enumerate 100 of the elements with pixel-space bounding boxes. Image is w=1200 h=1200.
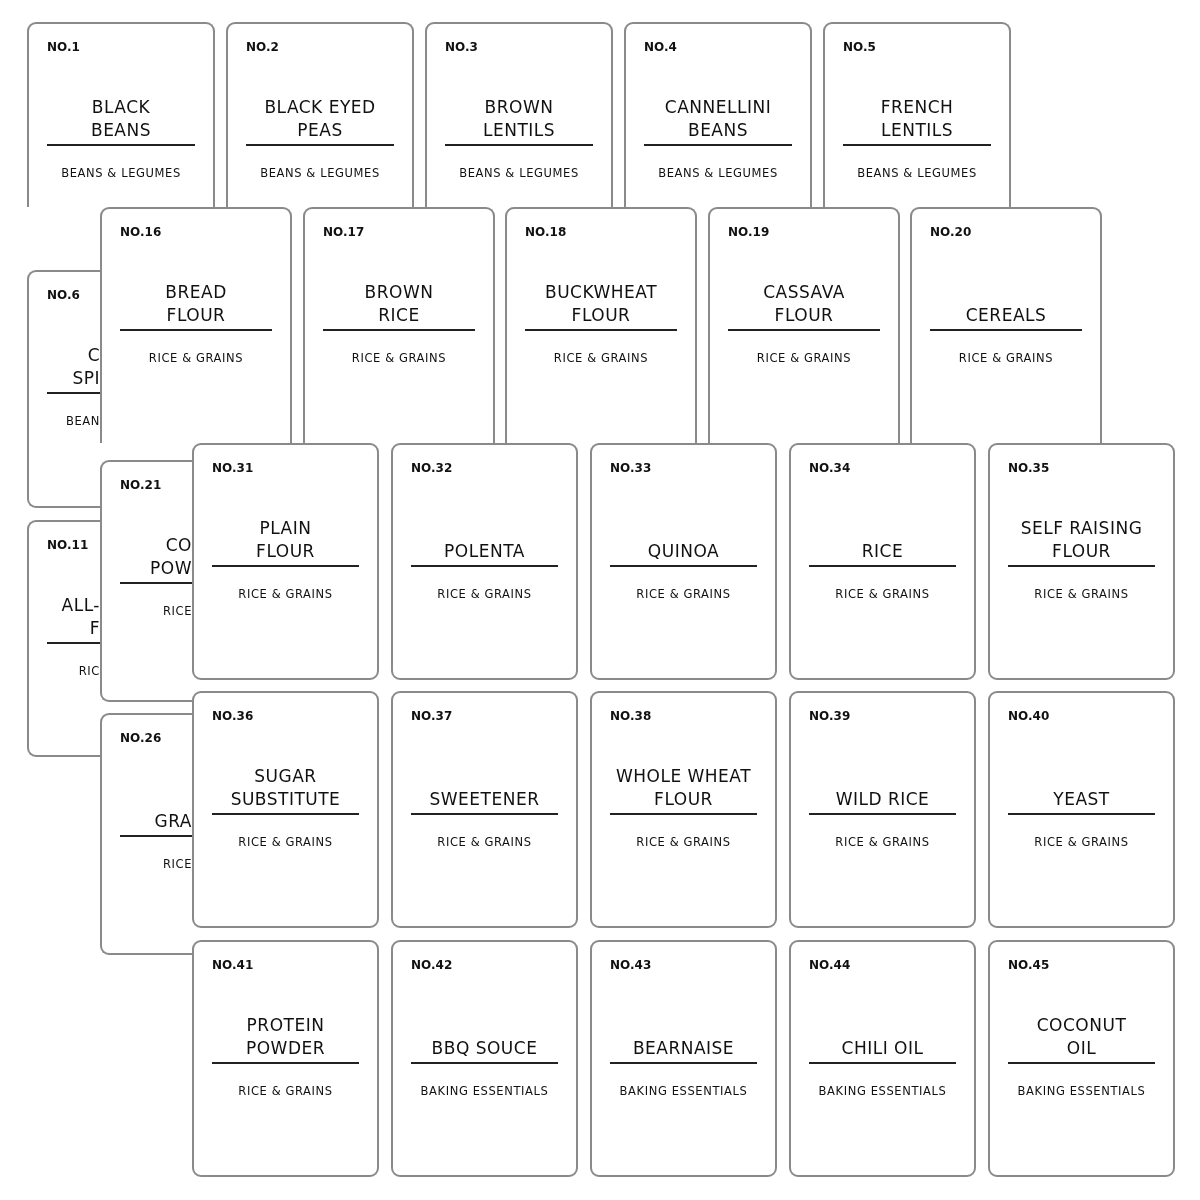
category-text: BEANS & LEGUMES xyxy=(856,166,978,180)
item-number: NO.21 xyxy=(120,478,162,492)
item-number: NO.6 xyxy=(47,288,80,302)
item-name: RICE xyxy=(860,540,905,563)
label-card xyxy=(988,443,1175,680)
category-text: RICE & GRAINS xyxy=(436,587,533,601)
category-text: BEANS & LEGUMES xyxy=(657,166,779,180)
item-name: BREAD FLOUR xyxy=(164,281,228,327)
item-name: FRENCH LENTILS xyxy=(879,96,955,142)
item-name: PLAIN FLOUR xyxy=(255,517,316,563)
item-number: NO.33 xyxy=(610,461,652,475)
item-name: PROTEIN POWDER xyxy=(244,1014,327,1060)
item-name: C SPI xyxy=(71,344,100,390)
category-text: BAKING ESSENTIALS xyxy=(1016,1084,1147,1098)
item-name: COCONUT OIL xyxy=(1035,1014,1128,1060)
item-number: NO.42 xyxy=(411,958,453,972)
category-text: RICE xyxy=(162,604,192,618)
item-number: NO.43 xyxy=(610,958,652,972)
item-name: BROWN RICE xyxy=(363,281,435,327)
category-text: RICE & GRAINS xyxy=(834,587,931,601)
item-number: NO.11 xyxy=(47,538,89,552)
item-name: CASSAVA FLOUR xyxy=(762,281,846,327)
item-number: NO.5 xyxy=(843,40,876,54)
category-text: RICE & GRAINS xyxy=(552,351,650,365)
item-name: CANNELLINI BEANS xyxy=(663,96,773,142)
item-name: BEARNAISE xyxy=(631,1037,736,1060)
label-card xyxy=(391,940,578,1177)
category-text: RICE & GRAINS xyxy=(1033,587,1130,601)
item-name: BUCKWHEAT FLOUR xyxy=(543,281,658,327)
category-text: RICE & GRAINS xyxy=(237,587,334,601)
item-number: NO.45 xyxy=(1008,958,1050,972)
category-text: RICE xyxy=(162,857,192,871)
label-card xyxy=(988,940,1175,1177)
item-name: BROWN LENTILS xyxy=(481,96,557,142)
item-name: SUGAR SUBSTITUTE xyxy=(229,765,342,811)
item-name: SELF RAISING FLOUR xyxy=(1019,517,1144,563)
item-number: NO.34 xyxy=(809,461,851,475)
item-name: WILD RICE xyxy=(834,788,931,811)
item-number: NO.37 xyxy=(411,709,453,723)
label-card xyxy=(27,270,100,508)
category-text: BAKING ESSENTIALS xyxy=(618,1084,749,1098)
label-card xyxy=(192,443,379,680)
label-card xyxy=(789,691,976,928)
category-text: RICE & GRAINS xyxy=(350,351,448,365)
item-number: NO.44 xyxy=(809,958,851,972)
category-text: RICE & GRAINS xyxy=(755,351,853,365)
item-number: NO.16 xyxy=(120,225,162,239)
item-number: NO.18 xyxy=(525,225,567,239)
label-card xyxy=(624,22,812,207)
category-text: RICE & GRAINS xyxy=(635,835,732,849)
label-card xyxy=(425,22,613,207)
item-number: NO.31 xyxy=(212,461,254,475)
item-number: NO.17 xyxy=(323,225,365,239)
item-name: ALL- F xyxy=(60,594,100,640)
label-card xyxy=(391,443,578,680)
item-name: GRA xyxy=(153,810,192,833)
label-card xyxy=(823,22,1011,207)
label-card xyxy=(910,207,1102,443)
category-text: RICE & GRAINS xyxy=(635,587,732,601)
category-text: RICE & GRAINS xyxy=(237,835,334,849)
category-text: BEANS & LEGUMES xyxy=(259,166,381,180)
category-text: BEAN xyxy=(65,414,100,428)
item-name: SWEETENER xyxy=(428,788,541,811)
item-name: CHILI OIL xyxy=(840,1037,925,1060)
category-text: BEANS & LEGUMES xyxy=(458,166,580,180)
item-name: YEAST xyxy=(1052,788,1111,811)
label-card xyxy=(100,460,192,702)
item-name: BLACK BEANS xyxy=(89,96,152,142)
item-number: NO.3 xyxy=(445,40,478,54)
item-name: QUINOA xyxy=(646,540,721,563)
label-card xyxy=(590,691,777,928)
item-name: CO POW xyxy=(149,534,192,580)
category-text: RICE & GRAINS xyxy=(1033,835,1130,849)
item-number: NO.38 xyxy=(610,709,652,723)
category-text: RICE & GRAINS xyxy=(237,1084,334,1098)
label-card xyxy=(590,443,777,680)
label-card xyxy=(789,940,976,1177)
category-text: RICE & GRAINS xyxy=(834,835,931,849)
label-card xyxy=(789,443,976,680)
item-name: CEREALS xyxy=(964,304,1048,327)
label-card xyxy=(100,713,192,955)
category-text: RICE & GRAINS xyxy=(147,351,245,365)
item-number: NO.32 xyxy=(411,461,453,475)
label-card xyxy=(27,22,215,207)
item-number: NO.19 xyxy=(728,225,770,239)
item-number: NO.40 xyxy=(1008,709,1050,723)
item-number: NO.1 xyxy=(47,40,80,54)
label-card xyxy=(590,940,777,1177)
label-card xyxy=(192,940,379,1177)
item-number: NO.35 xyxy=(1008,461,1050,475)
label-card xyxy=(100,207,292,443)
category-text: BEANS & LEGUMES xyxy=(60,166,182,180)
item-number: NO.36 xyxy=(212,709,254,723)
label-card xyxy=(226,22,414,207)
item-number: NO.2 xyxy=(246,40,279,54)
item-number: NO.20 xyxy=(930,225,972,239)
item-number: NO.4 xyxy=(644,40,677,54)
category-text: BAKING ESSENTIALS xyxy=(817,1084,948,1098)
label-card xyxy=(192,691,379,928)
item-name: WHOLE WHEAT FLOUR xyxy=(614,765,753,811)
